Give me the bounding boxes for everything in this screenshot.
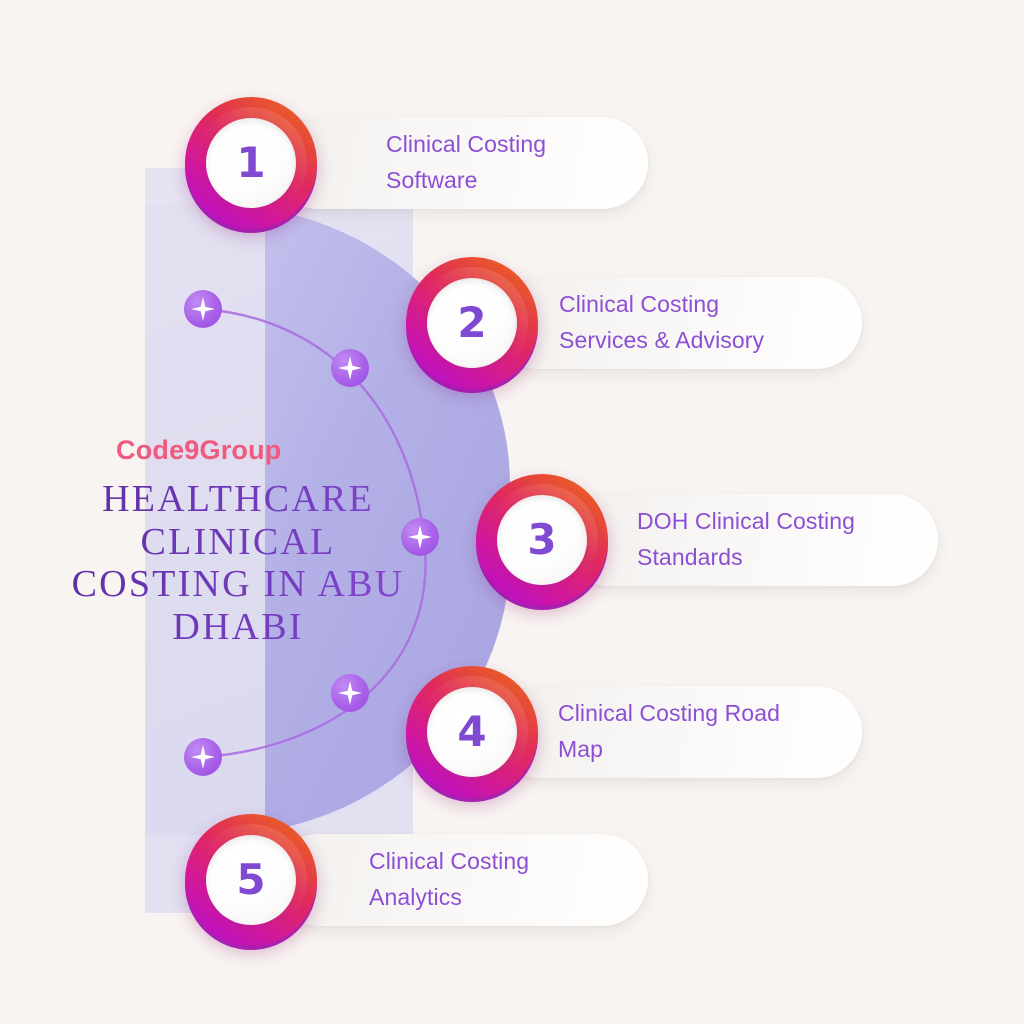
step-label-5: Clinical Costing Analytics <box>369 848 530 910</box>
sparkle-icon-5 <box>184 738 222 776</box>
badge-number-5: 5 <box>236 855 266 904</box>
badge-core-3: 3 <box>497 495 587 585</box>
step-label-2: Clinical Costing Services & Advisory <box>559 291 765 353</box>
step-label-3: DOH Clinical Costing Standards <box>637 508 856 570</box>
step-pill-5 <box>272 834 648 926</box>
badge-core-1: 1 <box>206 118 296 208</box>
step-badge-3[interactable]: 3 <box>476 474 608 610</box>
page-title: HEALTHCARE CLINICAL COSTING IN ABU DHABI <box>52 478 424 648</box>
badge-number-2: 2 <box>457 298 487 347</box>
badge-number-4: 4 <box>457 707 487 756</box>
step-label-4: Clinical Costing Road Map <box>558 700 780 762</box>
badge-core-4: 4 <box>427 687 517 777</box>
badge-core-2: 2 <box>427 278 517 368</box>
step-label-1: Clinical Costing Software <box>386 131 547 193</box>
brand-name: Code9Group <box>116 435 282 465</box>
sparkle-icon-2 <box>331 349 369 387</box>
step-pill-3 <box>562 494 938 586</box>
step-badge-5[interactable]: 5 <box>185 814 317 950</box>
step-pill-4 <box>492 686 862 778</box>
step-badge-4[interactable]: 4 <box>406 666 538 802</box>
badge-number-3: 3 <box>527 515 557 564</box>
step-badge-2[interactable]: 2 <box>406 257 538 393</box>
badge-core-5: 5 <box>206 835 296 925</box>
sparkle-icon-1 <box>184 290 222 328</box>
step-badge-1[interactable]: 1 <box>185 97 317 233</box>
sparkle-icon-3 <box>401 518 439 556</box>
badge-number-1: 1 <box>236 138 266 187</box>
step-pill-1 <box>272 117 648 209</box>
sparkle-icon-4 <box>331 674 369 712</box>
step-pill-2 <box>492 277 862 369</box>
